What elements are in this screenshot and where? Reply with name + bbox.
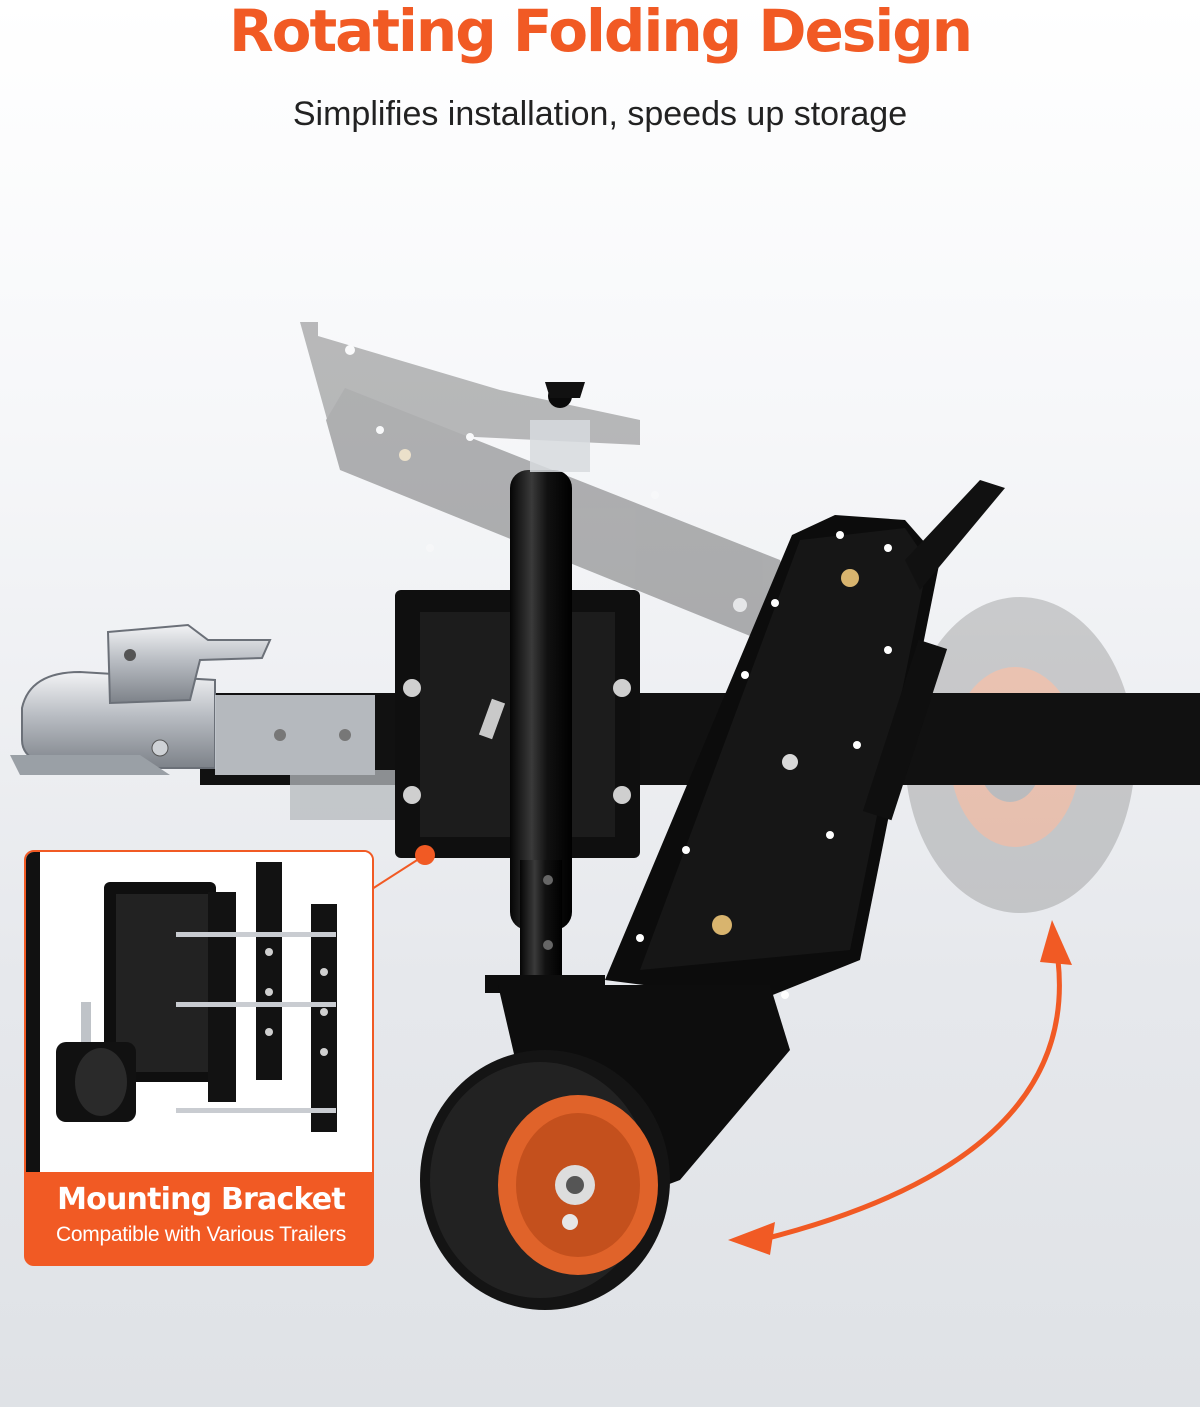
mounting-bracket-callout: Mounting Bracket Compatible with Various… (24, 850, 374, 1266)
mounting-bracket-label: Mounting Bracket Compatible with Various… (26, 1172, 372, 1264)
callout-title: Mounting Bracket (57, 1182, 346, 1217)
callout-leader (371, 845, 435, 890)
subheadline: Simplifies installation, speeds up stora… (292, 95, 908, 133)
headline: Rotating Folding Design (228, 0, 973, 65)
swivel-arm (605, 480, 1005, 1006)
rotation-arrow (728, 920, 1072, 1255)
caster-wheel (420, 1050, 670, 1310)
mounting-bracket-photo (26, 852, 372, 1172)
coupler (10, 623, 440, 820)
mounting-bracket-illustration (26, 852, 372, 1172)
callout-subtitle: Compatible with Various Trailers (56, 1223, 346, 1246)
